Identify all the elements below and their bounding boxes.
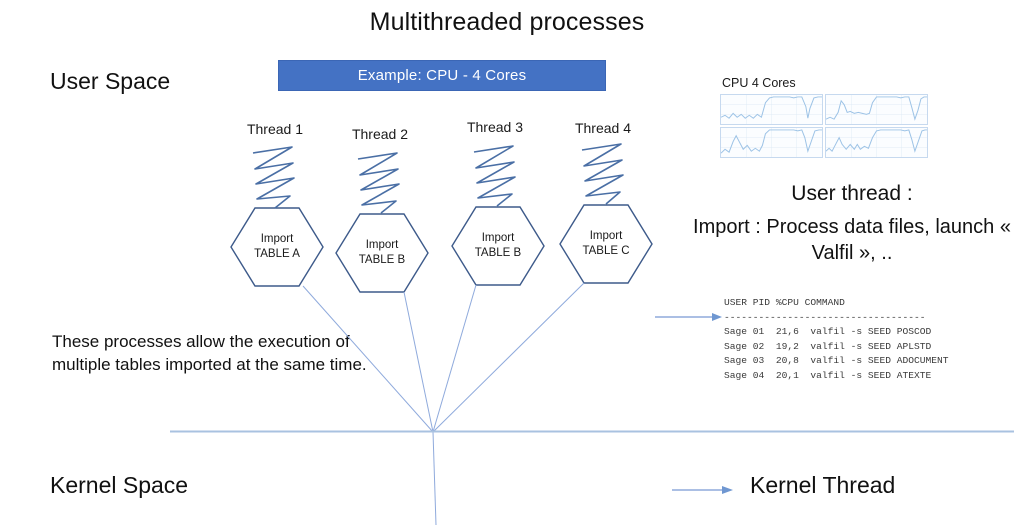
- connector-line-2: [403, 291, 434, 433]
- terminal-pointer-arrow: [655, 313, 722, 321]
- user-space-label: User Space: [50, 68, 171, 94]
- thread-label-1: Thread 1: [246, 121, 304, 137]
- user-thread-title: User thread :: [791, 182, 913, 205]
- cpu-core-grid: [720, 94, 928, 158]
- kernel-thread-label: Kernel Thread: [750, 472, 896, 498]
- user-thread-description-block: User thread : Import : Process data file…: [690, 182, 1014, 266]
- cpu-core-graph-2: [825, 94, 928, 125]
- thread-spring-3: [473, 145, 516, 207]
- thread-label-3: Thread 3: [466, 119, 524, 135]
- thread-spring-1: [252, 146, 295, 209]
- cpu-core-graph-3: [720, 127, 823, 158]
- thread-hexagon-2: Import TABLE B: [334, 212, 430, 294]
- kernel-thread-pointer-arrow: [672, 486, 733, 494]
- thread-spring-4: [581, 143, 624, 205]
- thread-label-2: Thread 2: [351, 126, 409, 142]
- process-list-terminal: USER PID %CPU COMMAND ------------------…: [724, 297, 949, 381]
- thread-spring-2: [357, 152, 400, 214]
- thread-hexagon-1: Import TABLE A: [229, 206, 325, 288]
- page-title: Multithreaded processes: [369, 8, 645, 36]
- user-thread-description: Import : Process data files, launch « Va…: [693, 216, 1011, 264]
- cpu-widget-title: CPU 4 Cores: [722, 76, 796, 90]
- kernel-space-label: Kernel Space: [50, 472, 189, 498]
- example-cpu-banner: Example: CPU - 4 Cores: [278, 60, 606, 91]
- thread-hexagon-4: Import TABLE C: [558, 203, 654, 285]
- cpu-core-graph-4: [825, 127, 928, 158]
- cpu-monitor-widget: CPU 4 Cores: [720, 76, 932, 160]
- kernel-thread-stem: [432, 431, 437, 525]
- connector-line-4: [432, 282, 585, 433]
- cpu-core-graph-1: [720, 94, 823, 125]
- thread-hexagon-3: Import TABLE B: [450, 205, 546, 287]
- connector-line-3: [432, 284, 477, 433]
- thread-label-4: Thread 4: [574, 120, 632, 136]
- note-paragraph: These processes allow the execution of m…: [52, 332, 367, 374]
